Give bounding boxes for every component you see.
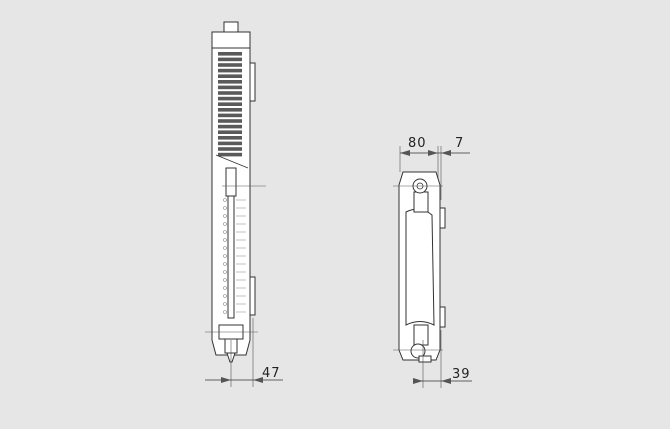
fin [218, 63, 242, 67]
fin [218, 113, 242, 118]
fin [218, 119, 242, 123]
stud [223, 254, 227, 258]
supply-pipe [227, 195, 235, 319]
bottom-pipe-connection [410, 343, 426, 359]
fin [218, 52, 242, 56]
fin [218, 80, 242, 84]
convector-fins [218, 52, 242, 157]
stud [223, 286, 227, 290]
fin [218, 68, 242, 73]
fin [218, 152, 242, 157]
stud [223, 206, 227, 210]
wall-bracket-top [249, 62, 256, 102]
fin [218, 124, 242, 129]
stud [223, 310, 227, 314]
dimension-label-80: 80 [408, 136, 427, 151]
dimension-label-39: 39 [452, 367, 471, 382]
fin [218, 57, 242, 62]
valve-body [225, 167, 237, 197]
stud [223, 230, 227, 234]
fin [218, 136, 242, 140]
stud [223, 270, 227, 274]
stud [223, 222, 227, 226]
fin [218, 91, 242, 95]
stud [223, 246, 227, 250]
panel-section [405, 208, 435, 326]
fin [218, 147, 242, 151]
panel-studs [223, 198, 246, 314]
fin [218, 85, 242, 90]
side-view: 47 [205, 21, 283, 387]
stud [223, 294, 227, 298]
dimension-label-7: 7 [455, 136, 464, 151]
dimension-label-47: 47 [262, 366, 281, 381]
wall-bracket-bottom [439, 306, 446, 328]
stud [223, 238, 227, 242]
stud [223, 302, 227, 306]
stud [223, 214, 227, 218]
top-cap [211, 31, 251, 49]
stud [223, 278, 227, 282]
fin [218, 130, 242, 134]
wall-bracket-bottom [249, 276, 256, 316]
fin [218, 108, 242, 112]
wall-bracket-top [439, 207, 446, 229]
fin [218, 102, 242, 106]
stud [223, 262, 227, 266]
stud [223, 198, 227, 202]
end-view: 80 7 39 [393, 136, 472, 388]
fin [218, 74, 242, 78]
fin [218, 141, 242, 146]
fin [218, 96, 242, 101]
